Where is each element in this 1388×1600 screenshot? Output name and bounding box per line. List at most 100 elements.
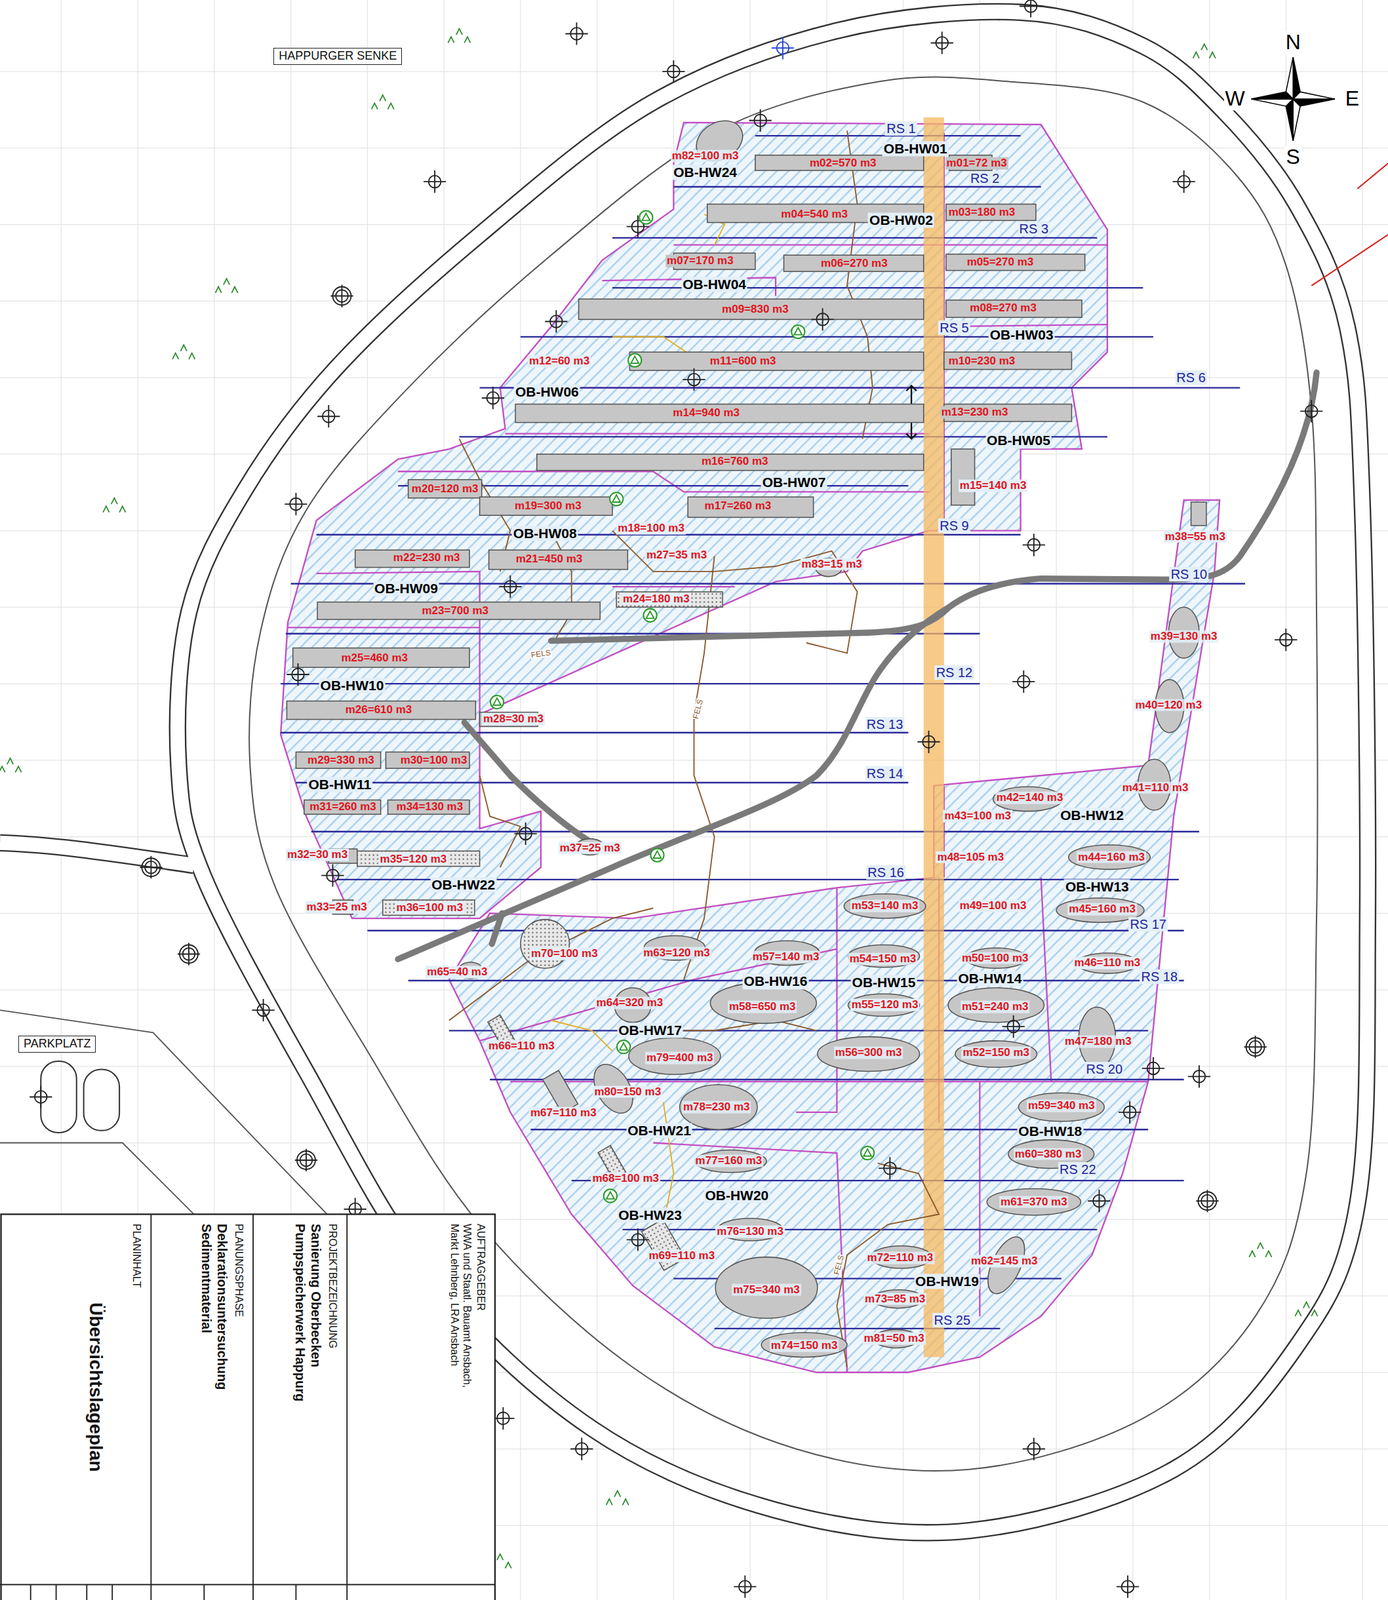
sediment-block [295,752,381,769]
vegetation-symbol [371,95,395,110]
area-label: OB-HW19 [913,1274,981,1290]
volume-label: m55=120 m3 [850,999,920,1012]
volume-label: m20=120 m3 [410,482,480,496]
volume-label: m59=340 m3 [1026,1100,1097,1113]
panel-body: WWA und Staatl. Bauamt Ansbach, Markt Le… [447,1224,473,1408]
survey-cross [481,386,505,410]
volume-label: m43=100 m3 [942,810,1013,823]
section-line [367,930,1184,932]
area-label: OB-HW11 [307,776,374,793]
survey-cross [1172,170,1196,193]
survey-cross [177,942,200,966]
area-label: OB-HW16 [742,974,810,990]
section-line [622,1229,1098,1231]
title-block-panel: PLANINHALTÜbersichtslageplan [22,1216,151,1583]
survey-cross [317,405,340,428]
vegetation-symbol [1249,1243,1272,1258]
rock-boundary [449,130,939,1368]
sediment-block [317,602,600,620]
place-name: HAPPURGER SENKE [278,49,397,63]
sample-point [643,609,657,623]
survey-cross [1019,0,1042,18]
volume-label: m12=60 m3 [527,355,591,368]
section-line [449,1030,1149,1032]
sediment-pit [848,993,920,1017]
area-label: OB-HW09 [373,581,440,597]
title-block-frame [1,1214,496,1600]
survey-cross [931,31,954,54]
volume-label: m33=25 m3 [305,900,369,914]
compass-point [1292,99,1335,107]
volume-label: m21=450 m3 [514,553,585,566]
survey-cross [544,310,568,333]
place-name-box: PARKPLATZ [18,1035,96,1053]
volume-label: m35=120 m3 [378,852,449,866]
roads [0,11,1368,1533]
volume-label: m78=230 m3 [681,1101,752,1114]
sample-triangle [793,327,802,336]
volume-label: m45=160 m3 [1067,903,1137,916]
survey-cross [1188,1065,1211,1088]
survey-cross [251,999,275,1022]
volume-label: m68=100 m3 [590,1172,661,1186]
panel-heading: AUFTRAGGEBER [474,1224,488,1575]
volume-label: m31=260 m3 [308,801,378,814]
vegetation-symbol [102,498,126,513]
survey-cross [565,22,588,45]
section-label: RS 2 [969,171,1001,186]
volume-label: m81=50 m3 [862,1332,926,1346]
volume-label: m60=380 m3 [1013,1148,1084,1161]
sediment-block [355,550,470,568]
sediment-block [286,701,476,720]
volume-label: m77=160 m3 [694,1155,764,1168]
place-name-box: HAPPURGER SENKE [273,47,402,65]
volume-label: m02=570 m3 [808,157,878,170]
vegetation-symbol [606,1490,629,1506]
volume-label: m79=400 m3 [645,1052,715,1065]
sample-triangle [612,495,621,503]
sample-point [609,492,623,506]
sediment-block [755,155,924,171]
volume-label: m06=270 m3 [819,257,890,270]
volume-label: m52=150 m3 [961,1047,1031,1060]
title-block-panel: PROJEKTBEZEICHNUNGSanierung Oberbecken P… [255,1216,347,1583]
area-label: OB-HW04 [681,277,748,293]
sediment-block [951,449,975,506]
volume-label: m04=540 m3 [779,208,850,221]
sample-triangle [653,851,662,859]
section-label: RS 10 [1169,567,1210,582]
area-label: OB-HW21 [626,1123,693,1139]
area-label: OB-HW23 [616,1207,684,1223]
survey-cross [570,1437,593,1461]
volume-label: m13=230 m3 [940,406,1010,419]
sample-triangle [606,1191,615,1200]
area-label: OB-HW08 [512,526,579,542]
title-block [0,1214,496,1600]
survey-cross [878,1157,901,1180]
sediment-block [629,352,924,371]
volume-label: m46=110 m3 [1073,957,1143,970]
volume-label: m48=105 m3 [936,851,1006,864]
section-line [612,237,1097,239]
volume-label: m14=940 m3 [671,407,741,420]
vegetation-symbol [447,28,471,44]
title-block-panel: AUFTRAGGEBERWWA und Staatl. Bauamt Ansba… [348,1216,496,1583]
survey-cross [1195,1189,1219,1213]
compass-letter: S [1285,145,1302,169]
compass-point [1292,91,1335,100]
volume-label: m83=15 m3 [800,557,864,571]
volume-label: m75=340 m3 [731,1283,802,1297]
volume-label: m80=150 m3 [593,1085,663,1099]
sample-triangle [493,698,501,706]
panel-heading: PLANUNGSPHASE [232,1224,246,1575]
section-label: RS 9 [938,518,970,534]
volume-label: m61=370 m3 [999,1195,1069,1209]
section-label: RS 13 [865,717,905,732]
place-name: PARKPLATZ [23,1037,91,1051]
rock-label: FELS [691,698,705,721]
sediment-block [944,352,1072,370]
survey-cross [771,36,794,60]
vegetation-symbol [1294,1302,1318,1317]
sediment-pit [1018,1092,1105,1122]
